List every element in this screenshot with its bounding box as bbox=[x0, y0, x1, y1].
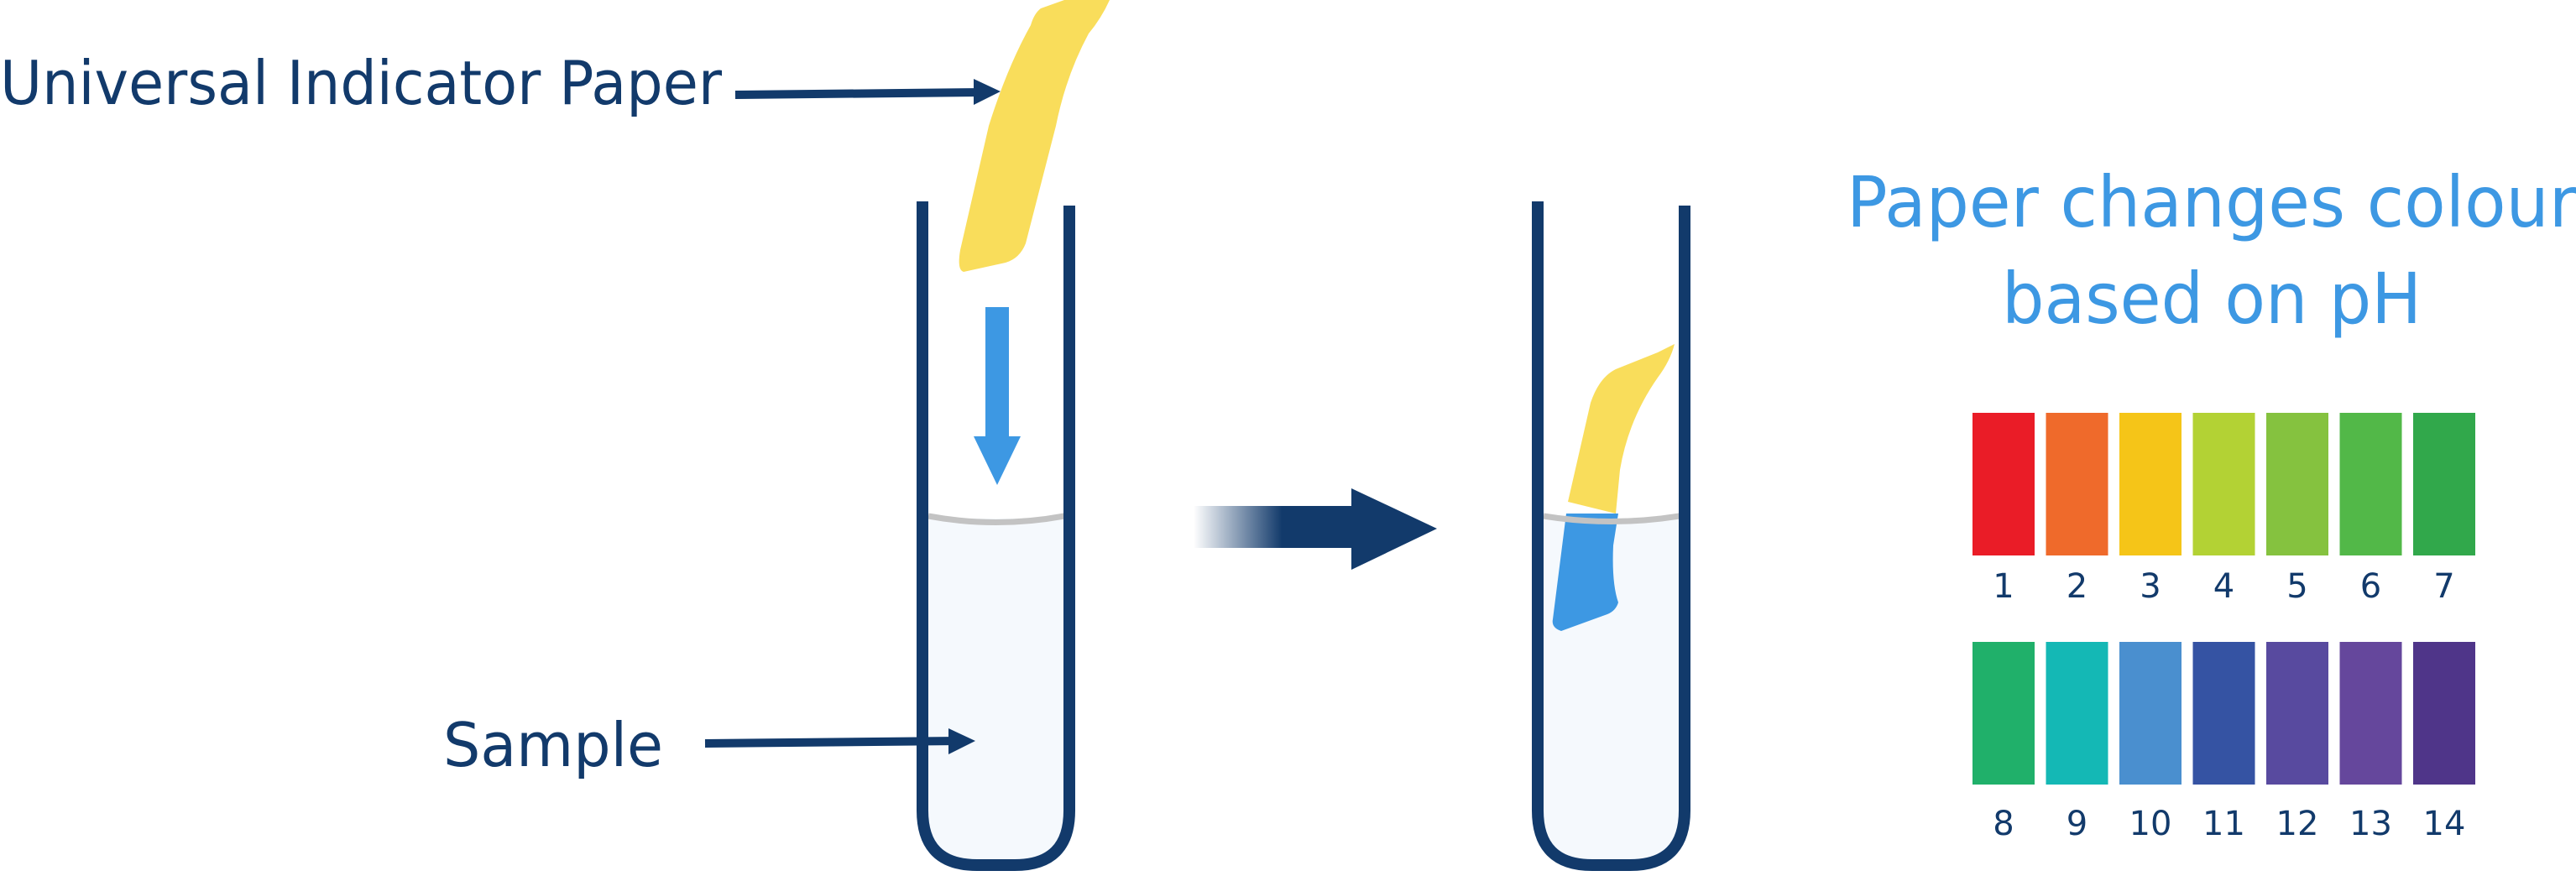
paper-pointer-arrow bbox=[734, 79, 1001, 105]
ph-number-4: 4 bbox=[2213, 567, 2234, 606]
ph-swatch-11 bbox=[2192, 642, 2255, 785]
ph-number-5: 5 bbox=[2286, 567, 2307, 606]
ph-number-1: 1 bbox=[1993, 567, 2014, 606]
ph-number-3: 3 bbox=[2140, 567, 2161, 606]
ph-swatch-5 bbox=[2266, 413, 2328, 555]
dip-arrow bbox=[974, 307, 1021, 485]
sample-pointer-arrow bbox=[704, 728, 975, 754]
ph-number-11: 11 bbox=[2202, 805, 2245, 843]
ph-swatch-9 bbox=[2046, 642, 2108, 785]
ph-swatch-2 bbox=[2046, 413, 2108, 555]
caption-line-1: Paper changes colour bbox=[1847, 161, 2576, 243]
ph-number-10: 10 bbox=[2129, 805, 2172, 843]
ph-swatch-6 bbox=[2339, 413, 2402, 555]
indicator-paper-wet-part bbox=[1552, 514, 1618, 631]
ph-number-14: 14 bbox=[2423, 805, 2466, 843]
ph-number-12: 12 bbox=[2276, 805, 2319, 843]
indicator-paper-yellow-part bbox=[1568, 344, 1675, 514]
tube-outline bbox=[917, 201, 1075, 871]
ph-number-6: 6 bbox=[2360, 567, 2381, 606]
ph-number-13: 13 bbox=[2349, 805, 2392, 843]
ph-swatch-14 bbox=[2413, 642, 2475, 785]
test-tube-after bbox=[1532, 201, 1690, 871]
ph-number-7: 7 bbox=[2433, 567, 2454, 606]
ph-swatch-1 bbox=[1972, 413, 2035, 555]
ph-swatch-4 bbox=[2192, 413, 2255, 555]
indicator-paper-dry bbox=[959, 0, 1110, 272]
ph-swatch-3 bbox=[2119, 413, 2182, 555]
ph-number-2: 2 bbox=[2067, 567, 2087, 606]
tube-outline-after bbox=[1532, 201, 1690, 871]
caption-line-2: based on pH bbox=[2002, 258, 2422, 340]
ph-number-8: 8 bbox=[1993, 805, 2014, 843]
test-tube-before bbox=[917, 0, 1110, 871]
paper-label: Universal Indicator Paper bbox=[0, 48, 722, 118]
ph-swatch-8 bbox=[1972, 642, 2035, 785]
sample-label: Sample bbox=[443, 710, 663, 780]
ph-swatch-12 bbox=[2266, 642, 2328, 785]
ph-swatch-13 bbox=[2339, 642, 2402, 785]
ph-number-9: 9 bbox=[2067, 805, 2087, 843]
liquid-sample bbox=[925, 519, 1067, 863]
meniscus-after bbox=[1543, 513, 1680, 524]
meniscus bbox=[927, 513, 1065, 525]
ph-swatch-10 bbox=[2119, 642, 2182, 785]
ph-swatch-7 bbox=[2413, 413, 2475, 555]
transition-arrow bbox=[1194, 488, 1437, 570]
